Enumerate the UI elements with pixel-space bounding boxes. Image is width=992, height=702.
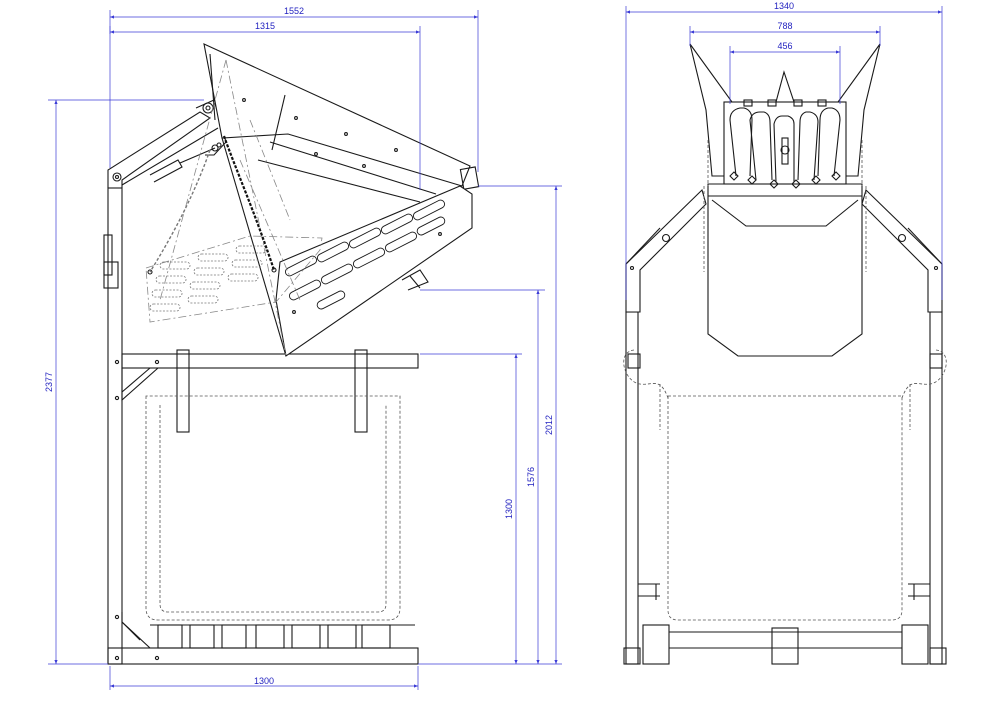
- dim-side-height-chute: 2012: [544, 415, 554, 435]
- dim-side-total-height: 2377: [44, 372, 54, 392]
- dim-front-hopper-width: 788: [777, 21, 792, 31]
- pallet-blocks: [157, 624, 391, 649]
- dim-side-overall-width: 1552: [284, 6, 304, 16]
- dim-side-height-bag: 1300: [504, 499, 514, 519]
- dim-front-overall-width: 1340: [774, 1, 794, 11]
- dim-side-frame-width: 1315: [255, 21, 275, 31]
- perforation-slots: [284, 199, 446, 310]
- side-view-dimensions: 1552 1315 2377 2012 1576 1300 1300: [44, 6, 562, 690]
- dim-front-inner-width: 456: [777, 41, 792, 51]
- front-view: [623, 43, 947, 665]
- dim-side-height-top-rail: 1576: [526, 467, 536, 487]
- dim-side-base-width: 1300: [254, 676, 274, 686]
- chute-lowered-phantom: [145, 59, 323, 357]
- front-view-dimensions: 1340 788 456: [625, 1, 943, 300]
- side-view: [103, 43, 480, 665]
- chute-raised: [203, 43, 480, 357]
- hopper-fingers: [729, 107, 841, 183]
